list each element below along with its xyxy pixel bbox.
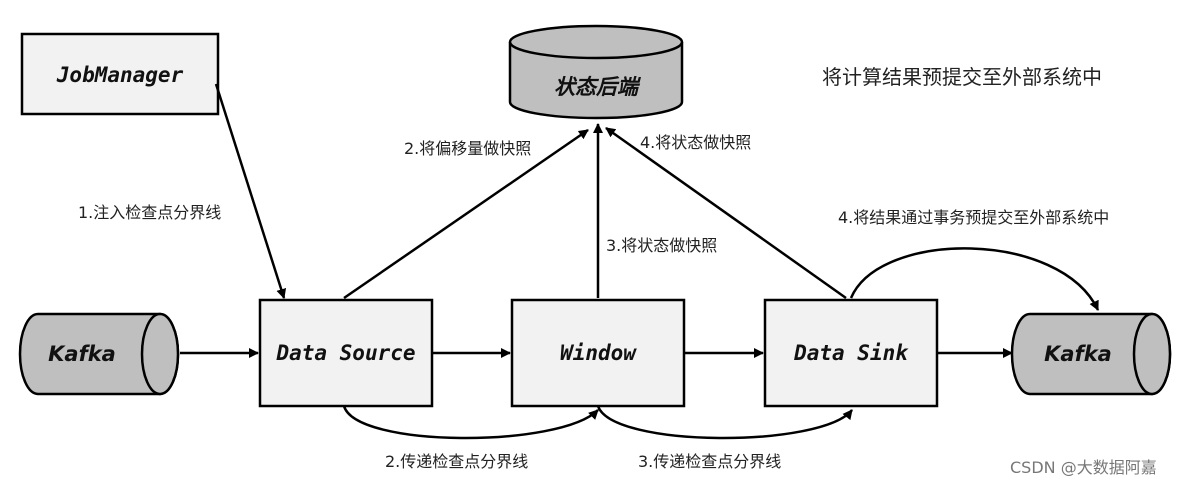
window-label: Window (560, 341, 637, 365)
state-backend-label: 状态后端 (554, 75, 642, 99)
jobmanager-label: JobManager (56, 63, 184, 87)
kafka-input-node: Kafka (18, 312, 180, 396)
label-snapshot-state-window: 3.将状态做快照 (606, 236, 717, 255)
data-source-label: Data Source (275, 341, 415, 365)
label-snapshot-state-sink: 4.将状态做快照 (640, 133, 751, 152)
note-precommit: 将计算结果预提交至外部系统中 (822, 65, 1102, 89)
label-pass-barrier-1: 2.传递检查点分界线 (385, 452, 528, 471)
kafka-output-node: Kafka (1010, 312, 1172, 396)
curve-commit-to-kafka (849, 247, 1100, 311)
window-node: Window (510, 298, 686, 408)
label-commit-txn: 4.将结果通过事务预提交至外部系统中 (838, 208, 1109, 227)
curve-barrier-window-to-sink (596, 405, 853, 440)
data-sink-node: Data Sink (763, 298, 939, 408)
arrow-jobmanager-to-source (214, 83, 287, 299)
arrow-sink-to-backend (605, 126, 847, 300)
data-source-node: Data Source (258, 298, 434, 408)
label-snapshot-offset: 2.将偏移量做快照 (404, 139, 531, 158)
data-sink-label: Data Sink (793, 341, 909, 365)
watermark-text: CSDN @大数据阿嘉 (1010, 458, 1157, 477)
state-backend-node: 状态后端 (508, 24, 684, 120)
curve-barrier-source-to-window (342, 405, 599, 440)
label-pass-barrier-2: 3.传递检查点分界线 (638, 452, 781, 471)
jobmanager-node: JobManager (20, 32, 220, 116)
arrow-source-to-backend (343, 128, 589, 300)
kafka-output-label: Kafka (1044, 342, 1112, 366)
kafka-input-label: Kafka (48, 342, 116, 366)
label-inject-barrier: 1.注入检查点分界线 (78, 203, 221, 222)
